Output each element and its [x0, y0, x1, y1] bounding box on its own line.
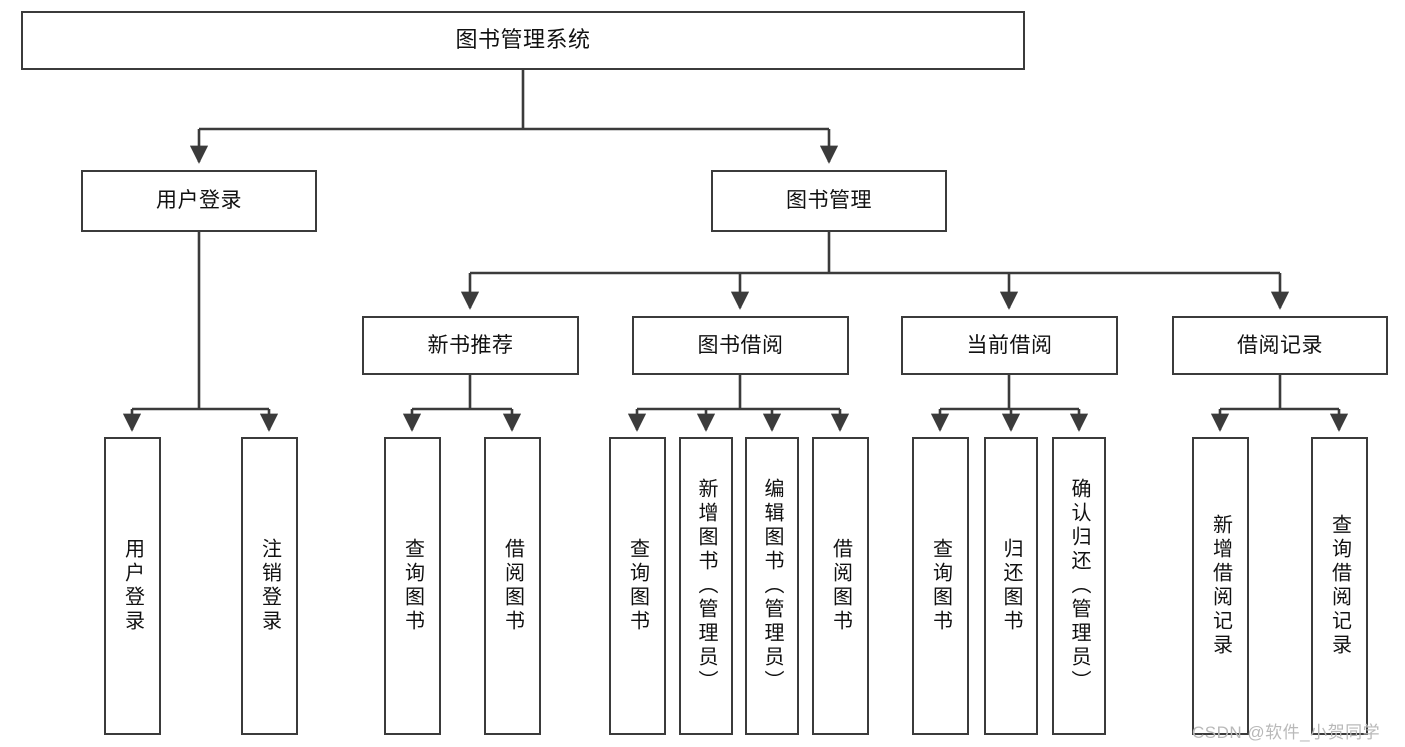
node-new-book-rec-label: 新书推荐 — [427, 333, 514, 357]
node-leaf-query-book[interactable]: 查询图书 — [609, 437, 666, 735]
node-leaf-return-book[interactable]: 归还图书 — [984, 437, 1038, 735]
node-book-manage[interactable]: 图书管理 — [711, 170, 947, 232]
node-leaf-return-book-label: 归还图书 — [1000, 538, 1022, 634]
node-current-borrow[interactable]: 当前借阅 — [901, 316, 1118, 375]
node-leaf-query-book-label: 查询图书 — [626, 538, 649, 634]
node-leaf-add-book[interactable]: 新增图书（管理员） — [679, 437, 733, 735]
node-leaf-edit-book[interactable]: 编辑图书（管理员） — [745, 437, 799, 735]
node-leaf-borrow-book-rec[interactable]: 借阅图书 — [484, 437, 541, 735]
node-borrow-record[interactable]: 借阅记录 — [1172, 316, 1388, 375]
node-borrow-record-label: 借阅记录 — [1237, 333, 1323, 357]
node-leaf-query-book-rec[interactable]: 查询图书 — [384, 437, 441, 735]
node-user-login[interactable]: 用户登录 — [81, 170, 317, 232]
node-leaf-query-record[interactable]: 查询借阅记录 — [1311, 437, 1368, 735]
node-current-borrow-label: 当前借阅 — [966, 333, 1053, 357]
csdn-watermark: CSDN @软件_小贺同学 — [1192, 723, 1381, 742]
node-leaf-logout[interactable]: 注销登录 — [241, 437, 298, 735]
node-leaf-borrow-book[interactable]: 借阅图书 — [812, 437, 869, 735]
node-root-label: 图书管理系统 — [455, 27, 591, 53]
node-leaf-query-book-cur[interactable]: 查询图书 — [912, 437, 969, 735]
node-leaf-confirm-return-label: 确认归还（管理员） — [1068, 478, 1090, 694]
node-leaf-logout-label: 注销登录 — [258, 538, 281, 634]
node-leaf-edit-book-label: 编辑图书（管理员） — [761, 478, 783, 694]
node-root[interactable]: 图书管理系统 — [21, 11, 1025, 70]
node-leaf-user-login-label: 用户登录 — [121, 538, 144, 634]
node-leaf-query-book-cur-label: 查询图书 — [929, 538, 952, 634]
node-leaf-add-record-label: 新增借阅记录 — [1209, 514, 1232, 658]
node-book-borrow-label: 图书借阅 — [697, 333, 784, 357]
node-leaf-query-book-rec-label: 查询图书 — [401, 538, 424, 634]
node-user-login-label: 用户登录 — [156, 189, 242, 213]
node-leaf-borrow-book-label: 借阅图书 — [829, 538, 852, 634]
node-leaf-confirm-return[interactable]: 确认归还（管理员） — [1052, 437, 1106, 735]
node-leaf-add-record[interactable]: 新增借阅记录 — [1192, 437, 1249, 735]
node-book-manage-label: 图书管理 — [786, 189, 872, 213]
node-book-borrow[interactable]: 图书借阅 — [632, 316, 849, 375]
node-leaf-borrow-book-rec-label: 借阅图书 — [501, 538, 524, 634]
node-leaf-user-login[interactable]: 用户登录 — [104, 437, 161, 735]
node-leaf-add-book-label: 新增图书（管理员） — [695, 478, 717, 694]
node-leaf-query-record-label: 查询借阅记录 — [1328, 514, 1351, 658]
node-new-book-rec[interactable]: 新书推荐 — [362, 316, 579, 375]
